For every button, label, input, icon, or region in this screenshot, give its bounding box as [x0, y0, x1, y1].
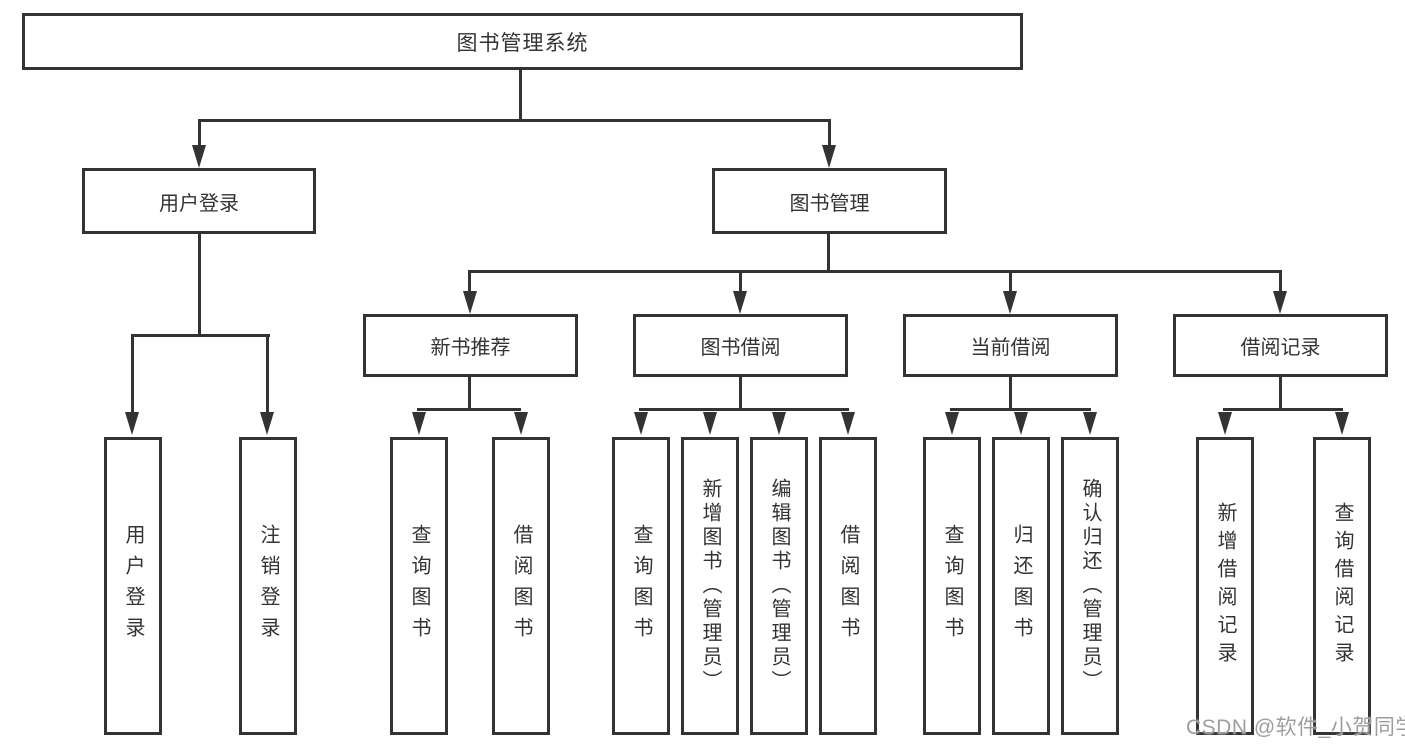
leaf-records-add-record-label: 新增借阅记录 [1214, 502, 1236, 670]
leaf-newbooks-borrow-books: 借阅图书 [492, 437, 550, 735]
leaf-records-query-record-label: 查询借阅记录 [1331, 502, 1353, 670]
arrow-down-icon [1014, 412, 1028, 435]
arrow-down-icon [1003, 291, 1017, 314]
connector-line [198, 234, 201, 336]
node-root-label: 图书管理系统 [456, 31, 589, 55]
connector-line [468, 270, 471, 292]
leaf-current-return-books: 归还图书 [992, 437, 1050, 735]
connector-line [417, 408, 521, 411]
connector-line [1223, 408, 1343, 411]
arrow-down-icon [1273, 291, 1287, 314]
node-book-borrow-label: 图书借阅 [700, 337, 781, 359]
leaf-records-query-record: 查询借阅记录 [1313, 437, 1371, 735]
connector-line [1009, 270, 1012, 292]
leaf-current-return-books-label: 归还图书 [1010, 524, 1032, 648]
node-book-management: 图书管理 [712, 168, 947, 234]
leaf-newbooks-query-books-label: 查询图书 [408, 524, 430, 648]
leaf-current-query-books-label: 查询图书 [941, 524, 963, 648]
connector-line [198, 119, 201, 147]
node-current-borrow: 当前借阅 [903, 314, 1118, 377]
leaf-user-login: 用户登录 [104, 437, 162, 735]
leaf-borrow-borrow-books: 借阅图书 [819, 437, 877, 735]
arrow-down-icon [192, 145, 206, 168]
arrow-down-icon [822, 145, 836, 168]
arrow-down-icon [1083, 412, 1097, 435]
arrow-down-icon [514, 412, 528, 435]
connector-line [519, 69, 522, 120]
connector-line [950, 408, 1091, 411]
leaf-borrow-edit-books-admin-label: 编辑图书（管理员） [768, 478, 790, 694]
node-user-login: 用户登录 [82, 168, 316, 234]
leaf-user-login-label: 用户登录 [122, 524, 144, 648]
connector-line [468, 377, 471, 410]
node-root: 图书管理系统 [22, 13, 1023, 70]
connector-line [131, 334, 134, 414]
connector-line [469, 270, 1282, 273]
connector-line [1009, 377, 1012, 410]
leaf-records-add-record: 新增借阅记录 [1196, 437, 1254, 735]
arrow-down-icon [772, 412, 786, 435]
arrow-down-icon [703, 412, 717, 435]
node-borrow-records-label: 借阅记录 [1240, 337, 1321, 359]
leaf-logout-label: 注销登录 [257, 524, 279, 648]
connector-line [827, 234, 830, 272]
leaf-current-confirm-return-admin-label: 确认归还（管理员） [1079, 478, 1101, 694]
arrow-down-icon [125, 412, 139, 435]
connector-line [1279, 377, 1282, 410]
arrow-down-icon [412, 412, 426, 435]
watermark: CSDN @软件_小贺同学 [1186, 716, 1405, 739]
connector-line [266, 334, 269, 414]
node-user-login-label: 用户登录 [159, 192, 239, 215]
arrow-down-icon [260, 412, 274, 435]
leaf-newbooks-query-books: 查询图书 [390, 437, 448, 735]
leaf-borrow-query-books: 查询图书 [612, 437, 670, 735]
leaf-borrow-edit-books-admin: 编辑图书（管理员） [750, 437, 808, 735]
node-current-borrow-label: 当前借阅 [970, 337, 1051, 359]
leaf-current-confirm-return-admin: 确认归还（管理员） [1061, 437, 1119, 735]
arrow-down-icon [634, 412, 648, 435]
node-book-management-label: 图书管理 [789, 192, 870, 215]
leaf-borrow-query-books-label: 查询图书 [630, 524, 652, 648]
leaf-newbooks-borrow-books-label: 借阅图书 [510, 524, 532, 648]
leaf-logout: 注销登录 [239, 437, 297, 735]
node-new-book-recommend: 新书推荐 [363, 314, 578, 377]
leaf-borrow-borrow-books-label: 借阅图书 [837, 524, 859, 648]
node-book-borrow: 图书借阅 [633, 314, 848, 377]
node-borrow-records: 借阅记录 [1173, 314, 1388, 377]
arrow-down-icon [1335, 412, 1349, 435]
connector-line [1279, 270, 1282, 292]
connector-line [639, 408, 849, 411]
arrow-down-icon [1218, 412, 1232, 435]
arrow-down-icon [733, 291, 747, 314]
leaf-borrow-add-books-admin: 新增图书（管理员） [681, 437, 739, 735]
connector-line [198, 119, 831, 122]
arrow-down-icon [841, 412, 855, 435]
leaf-borrow-add-books-admin-label: 新增图书（管理员） [699, 478, 721, 694]
leaf-current-query-books: 查询图书 [923, 437, 981, 735]
connector-line [131, 334, 270, 337]
connector-line [828, 119, 831, 147]
arrow-down-icon [945, 412, 959, 435]
connector-line [739, 270, 742, 292]
connector-line [739, 377, 742, 410]
arrow-down-icon [463, 291, 477, 314]
node-new-book-recommend-label: 新书推荐 [430, 337, 511, 359]
